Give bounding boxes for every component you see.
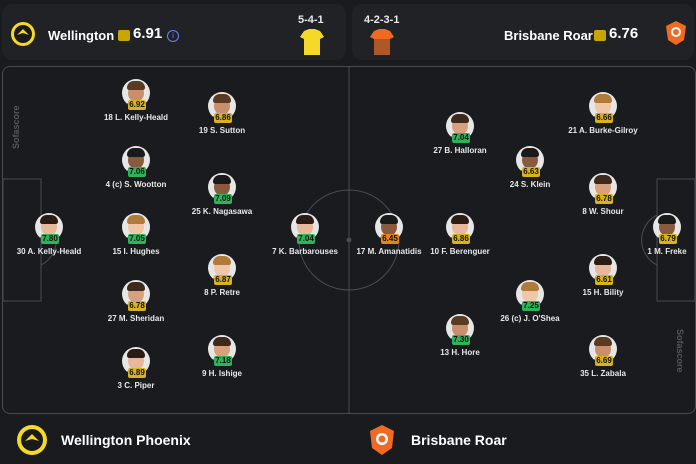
away-player-a3[interactable]: 6.78 8 W. Shour [558,173,648,217]
player-name-label: 13 H. Hore [440,348,480,357]
away-player-a4[interactable]: 6.61 15 H. Bility [558,254,648,298]
home-player-h11[interactable]: 7.04 7 K. Barbarouses [260,213,350,257]
player-name-label: 24 S. Klein [509,180,551,189]
player-rating-badge: 6.45 [381,234,399,244]
player-name-label: 25 K. Nagasawa [191,207,253,216]
info-icon[interactable]: i [167,30,179,42]
player-name-label: 15 H. Bility [582,288,624,297]
player-name-label: 17 M. Amanatidis [356,247,422,256]
away-team-header: 4-2-3-1 Brisbane Roar 6.76 [352,4,694,60]
home-player-h10[interactable]: 7.18 9 H. Ishige [177,335,267,379]
player-rating-badge: 7.04 [297,234,315,244]
player-rating-badge: 7.25 [522,301,540,311]
player-rating-badge: 6.86 [214,113,232,123]
player-rating-badge: 6.92 [128,100,146,110]
away-player-a2[interactable]: 6.66 21 A. Burke-Gilroy [558,92,648,136]
away-shirt-icon [370,29,394,55]
watermark-left: Sofascore [11,105,21,149]
away-player-a10[interactable]: 7.30 13 H. Hore [415,314,505,358]
player-name-label: 4 (c) S. Wootton [105,180,167,189]
brisbane-roar-logo [666,21,686,45]
player-rating-badge: 7.09 [214,194,232,204]
player-rating-badge: 6.86 [452,234,470,244]
away-team-full-name[interactable]: Brisbane Roar [411,432,507,448]
wellington-phoenix-footer-logo [17,425,47,455]
player-rating-badge: 7.80 [41,234,59,244]
away-player-a5[interactable]: 6.69 35 L. Zabala [558,335,648,379]
player-name-label: 7 K. Barbarouses [272,247,338,256]
player-rating-badge: 6.89 [128,368,146,378]
player-name-label: 27 M. Sheridan [107,314,165,323]
home-player-h1[interactable]: 7.80 30 A. Kelly-Heald [4,213,94,257]
player-rating-badge: 7.05 [128,234,146,244]
home-player-h4[interactable]: 7.05 15 I. Hughes [91,213,181,257]
player-name-label: 35 L. Zabala [580,369,626,378]
player-rating-badge: 6.78 [128,301,146,311]
player-name-label: 1 M. Freke [647,247,687,256]
player-rating-badge: 6.66 [595,113,613,123]
player-name-label: 8 P. Retre [204,288,240,297]
player-rating-badge: 6.63 [522,167,540,177]
away-player-a11[interactable]: 6.45 17 M. Amanatidis [344,213,434,257]
player-rating-badge: 6.79 [659,234,677,244]
player-rating-badge: 7.04 [452,133,470,143]
pitch: Sofascore Sofascore 7.80 30 A. Kelly-Heal… [2,66,696,414]
home-player-h3[interactable]: 7.06 4 (c) S. Wootton [91,146,181,190]
player-name-label: 21 A. Burke-Gilroy [568,126,638,135]
player-rating-badge: 7.30 [452,335,470,345]
away-player-a8[interactable]: 7.04 27 B. Halloran [415,112,505,156]
home-player-h8[interactable]: 7.09 25 K. Nagasawa [177,173,267,217]
player-name-label: 10 F. Berenguer [430,247,490,256]
home-player-h7[interactable]: 6.86 19 S. Sutton [177,92,267,136]
home-player-h9[interactable]: 6.87 8 P. Retre [177,254,267,298]
home-team-name[interactable]: Wellington [48,28,115,43]
player-name-label: 9 H. Ishige [201,369,242,378]
watermark-right: Sofascore [675,329,685,373]
home-player-h6[interactable]: 6.89 3 C. Piper [91,347,181,391]
player-rating-badge: 6.61 [595,275,613,285]
brisbane-roar-footer-logo [370,425,394,455]
away-player-a7[interactable]: 7.25 26 (c) J. O'Shea [485,280,575,324]
player-rating-badge: 6.69 [595,356,613,366]
away-rating-box-icon [594,30,606,41]
away-team-rating: 6.76 [609,25,639,42]
home-shirt-icon [300,29,324,55]
player-name-label: 30 A. Kelly-Heald [16,247,82,256]
home-team-rating: 6.91 [133,25,163,42]
player-name-label: 18 L. Kelly-Heald [103,113,169,122]
player-name-label: 19 S. Sutton [198,126,246,135]
player-name-label: 8 W. Shour [582,207,624,216]
player-name-label: 26 (c) J. O'Shea [500,314,560,323]
away-player-a1[interactable]: 6.79 1 M. Freke [622,213,695,257]
home-player-h2[interactable]: 6.92 18 L. Kelly-Heald [91,79,181,123]
player-rating-badge: 6.87 [214,275,232,285]
wellington-phoenix-logo [11,22,35,46]
home-rating-box-icon [118,30,130,41]
away-team-name[interactable]: Brisbane Roar [504,28,593,43]
player-name-label: 15 I. Hughes [112,247,160,256]
player-rating-badge: 6.78 [595,194,613,204]
home-team-full-name[interactable]: Wellington Phoenix [61,432,191,448]
player-rating-badge: 7.18 [214,356,232,366]
player-name-label: 3 C. Piper [117,381,155,390]
away-formation: 4-2-3-1 [364,14,400,26]
away-player-a9[interactable]: 6.86 10 F. Berenguer [415,213,505,257]
home-player-h5[interactable]: 6.78 27 M. Sheridan [91,280,181,324]
player-name-label: 27 B. Halloran [433,146,487,155]
away-player-a6[interactable]: 6.63 24 S. Klein [485,146,575,190]
home-formation: 5-4-1 [298,14,324,26]
home-team-header: Wellington 6.91 i 5-4-1 [2,4,346,60]
player-rating-badge: 7.06 [128,167,146,177]
